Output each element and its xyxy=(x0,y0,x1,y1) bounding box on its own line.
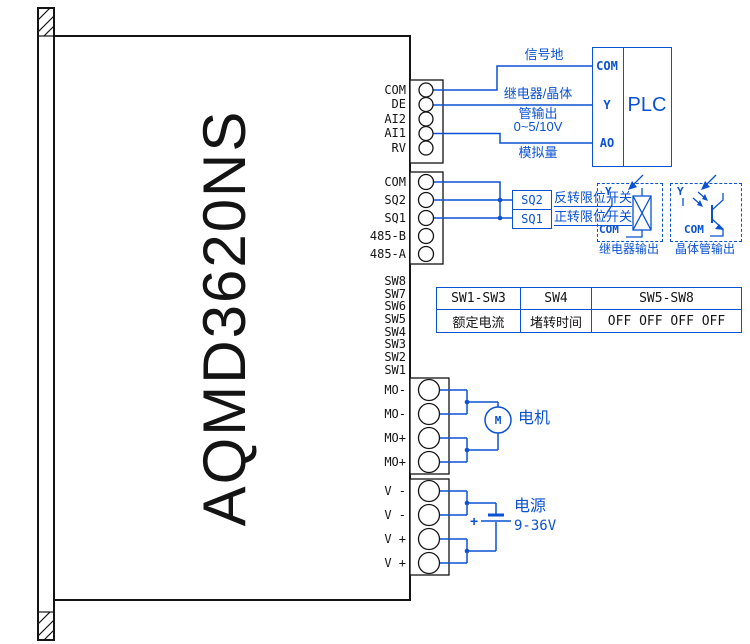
relay-output-caption: 继电器输出 xyxy=(598,242,659,256)
relay-output-legend-box xyxy=(597,183,663,242)
motor-label: 电机 xyxy=(518,410,551,427)
dip-label-sw7: SW7 xyxy=(384,287,406,301)
battery-icon xyxy=(481,513,511,522)
plc-box xyxy=(592,47,672,167)
relay-output-label-2: 管输出 xyxy=(518,106,558,121)
plc-pin-com: COM xyxy=(596,59,618,73)
sq1-tag: SQ1 xyxy=(521,212,543,226)
dip-label-sw2: SW2 xyxy=(384,350,406,364)
plc-pin-ao: AO xyxy=(599,136,615,150)
terminal-label-485b: 485-B xyxy=(369,229,406,243)
reverse-limit-switch-label: 反转限位开关 xyxy=(554,190,633,207)
relay-legend-com: COM xyxy=(599,223,619,236)
terminal-label-v-plus-1: V + xyxy=(384,532,406,546)
plc-divider xyxy=(623,48,624,166)
plc-title: PLC xyxy=(627,94,667,116)
terminal-label-sq1: SQ1 xyxy=(384,211,406,225)
terminal-label-v-plus-2: V + xyxy=(384,556,406,570)
terminal-label-mo-minus-1: MO- xyxy=(384,383,406,397)
relay-legend-y: Y xyxy=(605,185,612,198)
terminal-label-mo-plus-2: MO+ xyxy=(384,455,406,469)
forward-limit-switch-label: 正转限位开关 xyxy=(554,209,633,226)
sw-table-header-1: SW1-SW3 xyxy=(437,288,521,310)
signal-ground-label: 信号地 xyxy=(524,47,564,62)
terminal-label-v-minus-1: V - xyxy=(384,484,406,498)
terminal-label-ai1: AI1 xyxy=(384,126,406,140)
plc-pin-y: Y xyxy=(603,98,611,112)
sw-table-header-3: SW5-SW8 xyxy=(592,288,741,310)
dip-label-sw6: SW6 xyxy=(384,299,406,313)
device-outline xyxy=(37,7,411,641)
battery-plus-sign: + xyxy=(470,513,479,529)
terminal-label-mo-plus-1: MO+ xyxy=(384,431,406,445)
device-model-label: AQMD3620NS xyxy=(191,109,258,527)
sq1-tag-box: SQ1 xyxy=(512,209,552,229)
terminal-label-de: DE xyxy=(391,97,406,111)
junction-dots xyxy=(464,197,503,554)
dip-label-sw3: SW3 xyxy=(384,337,406,351)
terminal-label-mo-minus-2: MO- xyxy=(384,407,406,421)
power-supply-voltage: 9-36V xyxy=(514,518,557,534)
dip-label-sw1: SW1 xyxy=(384,363,406,377)
sw-table-value-off-states: OFF OFF OFF OFF xyxy=(607,313,726,329)
transistor-legend-com: COM xyxy=(684,223,704,236)
sq2-tag: SQ2 xyxy=(521,193,543,207)
sw-table-header-2: SW4 xyxy=(521,288,592,310)
motor-symbol-letter: M xyxy=(494,414,502,427)
dip-label-sw5: SW5 xyxy=(384,312,406,326)
dip-label-sw4: SW4 xyxy=(384,325,406,339)
terminal-label-rv: RV xyxy=(391,141,406,155)
terminal-label-com2: COM xyxy=(384,175,406,189)
analog-label: 模拟量 xyxy=(518,145,558,160)
terminal-label-com1: COM xyxy=(384,83,406,97)
analog-range-label: 0~5/10V xyxy=(513,119,563,134)
sw-settings-table: SW1-SW3 SW4 SW5-SW8 额定电流 堵转时间 OFF OFF OF… xyxy=(436,287,742,333)
transistor-legend-y: Y xyxy=(677,185,684,198)
flange-hatch-icon xyxy=(37,7,55,641)
terminal-label-ai2: AI2 xyxy=(384,112,406,126)
dip-label-sw8: SW8 xyxy=(384,274,406,288)
relay-output-label-1: 继电器/晶体 xyxy=(503,86,573,101)
relay-symbol-icon xyxy=(603,174,652,238)
sw-table-value-rated-current: 额定电流 xyxy=(437,310,521,332)
sq2-tag-box: SQ2 xyxy=(512,190,552,210)
terminal-label-sq2: SQ2 xyxy=(384,193,406,207)
transistor-output-caption: 晶体管输出 xyxy=(674,242,735,256)
terminal-circles xyxy=(417,82,441,575)
transistor-symbol-icon xyxy=(682,174,724,237)
motor-icon xyxy=(484,406,512,434)
transistor-output-legend-box xyxy=(670,183,742,242)
power-supply-label: 电源 xyxy=(514,498,547,515)
terminal-label-485a: 485-A xyxy=(369,247,406,261)
sw-table-value-stall-time: 堵转时间 xyxy=(521,310,592,332)
terminal-label-v-minus-2: V - xyxy=(384,508,406,522)
